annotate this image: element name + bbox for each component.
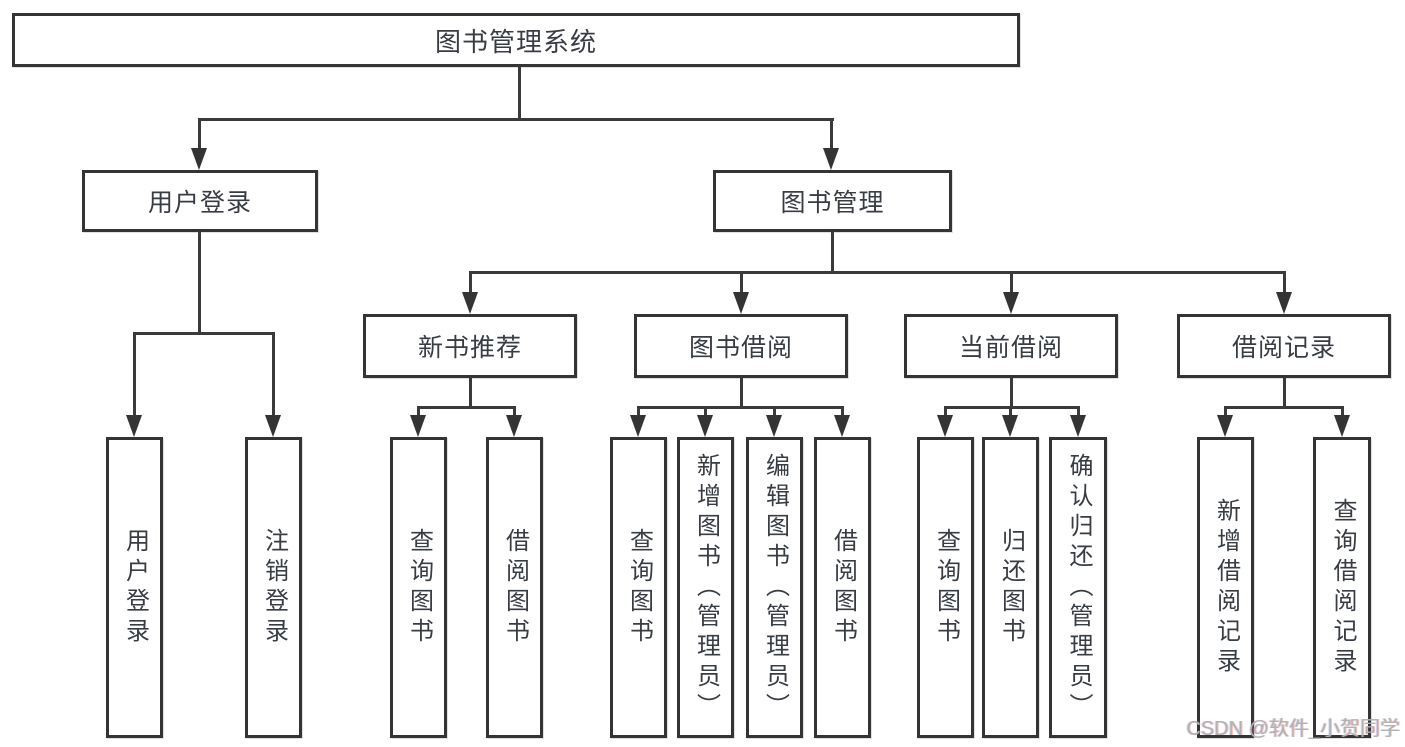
leaf-query-books-borrow: 查询图书 (610, 437, 667, 738)
connector-stub (637, 406, 640, 418)
connector-new-book-stem (469, 377, 472, 408)
leaf-confirm-return-admin-label: 确认归还（管理员） (1065, 452, 1092, 723)
node-book-borrow-label: 图书借阅 (688, 334, 793, 362)
connector-stub (513, 406, 516, 418)
arrow-down-leaf (1217, 415, 1233, 437)
connector-new-book-branch (417, 406, 516, 409)
connector-book-borrow-branch (637, 406, 844, 409)
connector-root-branch (198, 118, 834, 121)
leaf-add-books-admin-label: 新增图书（管理员） (692, 452, 720, 723)
arrow-down-new-book (462, 292, 478, 314)
node-new-book-recommend-label: 新书推荐 (417, 334, 522, 362)
node-book-management: 图书管理 (713, 170, 952, 232)
connector-stub (944, 406, 947, 418)
node-current-borrow-label: 当前借阅 (958, 334, 1063, 362)
leaf-logout: 注销登录 (245, 437, 302, 738)
connector-to-leaf-login (133, 332, 136, 420)
connector-borrow-records-branch (1224, 406, 1343, 409)
arrow-down-borrow-records (1276, 292, 1292, 314)
connector-to-borrow-records (1283, 271, 1286, 296)
connector-to-leaf-logout (272, 332, 275, 420)
node-user-login: 用户登录 (82, 170, 318, 232)
connector-stub (1341, 406, 1344, 418)
leaf-confirm-return-admin: 确认归还（管理员） (1049, 437, 1107, 738)
leaf-borrow-books: 借阅图书 (814, 437, 871, 738)
arrow-down-user-login (191, 148, 207, 170)
connector-book-borrow-stem (740, 377, 743, 408)
arrow-down-leaf (697, 415, 713, 437)
arrow-down-leaf (1334, 415, 1350, 437)
leaf-query-books-recommend-label: 查询图书 (405, 527, 433, 648)
arrow-down-leaf-logout (265, 415, 281, 437)
connector-user-login-stem (198, 231, 201, 335)
arrow-down-leaf (1002, 415, 1018, 437)
connector-stub (417, 406, 420, 418)
arrow-down-leaf (506, 415, 522, 437)
node-book-borrow: 图书借阅 (634, 314, 848, 378)
arrow-down-leaf (410, 415, 426, 437)
connector-to-current-borrow (1010, 271, 1013, 296)
node-user-login-label: 用户登录 (147, 189, 252, 217)
leaf-query-books-borrow-label: 查询图书 (625, 527, 653, 648)
leaf-borrow-books-label: 借阅图书 (829, 527, 857, 648)
arrow-down-book-borrow (733, 292, 749, 314)
leaf-query-books-current: 查询图书 (917, 437, 974, 738)
connector-stub (704, 406, 707, 418)
node-new-book-recommend: 新书推荐 (363, 314, 577, 378)
connector-to-book-management (830, 118, 833, 152)
arrow-down-leaf (766, 415, 782, 437)
node-current-borrow: 当前借阅 (904, 314, 1118, 378)
connector-stub (773, 406, 776, 418)
node-borrow-records: 借阅记录 (1177, 314, 1391, 378)
leaf-return-books: 归还图书 (982, 437, 1039, 738)
connector-book-management-branch (469, 271, 1286, 274)
node-borrow-records-label: 借阅记录 (1231, 334, 1336, 362)
arrow-down-leaf (937, 415, 953, 437)
connector-to-new-book (469, 271, 472, 296)
arrow-down-leaf (834, 415, 850, 437)
leaf-logout-label: 注销登录 (260, 527, 288, 648)
node-root-system: 图书管理系统 (12, 13, 1020, 67)
connector-stub (1224, 406, 1227, 418)
connector-book-management-stem (831, 231, 834, 273)
arrow-down-current-borrow (1003, 292, 1019, 314)
leaf-query-books-recommend: 查询图书 (390, 437, 447, 738)
leaf-borrow-books-recommend-label: 借阅图书 (501, 527, 529, 648)
csdn-watermark: CSDN @软件_小贺同学 (1186, 718, 1400, 740)
arrow-down-leaf-login (126, 415, 142, 437)
leaf-add-borrow-record: 新增借阅记录 (1197, 437, 1254, 738)
leaf-user-login-label: 用户登录 (121, 527, 149, 648)
leaf-add-books-admin: 新增图书（管理员） (677, 437, 734, 738)
connector-stub (1009, 406, 1012, 418)
node-root-label: 图书管理系统 (434, 26, 597, 57)
arrow-down-book-management (823, 148, 839, 170)
connector-root-stem (518, 66, 521, 119)
node-book-management-label: 图书管理 (780, 189, 885, 217)
leaf-edit-books-admin: 编辑图书（管理员） (746, 437, 803, 738)
connector-stub (1077, 406, 1080, 418)
connector-to-book-borrow (740, 271, 743, 296)
connector-user-login-branch (133, 332, 275, 335)
leaf-edit-books-admin-label: 编辑图书（管理员） (761, 452, 789, 723)
leaf-query-books-current-label: 查询图书 (932, 527, 960, 648)
leaf-user-login: 用户登录 (106, 437, 163, 738)
arrow-down-leaf (1070, 415, 1086, 437)
leaf-query-borrow-record: 查询借阅记录 (1313, 437, 1371, 738)
leaf-return-books-label: 归还图书 (997, 527, 1025, 648)
leaf-borrow-books-recommend: 借阅图书 (486, 437, 543, 738)
connector-current-borrow-branch (944, 406, 1080, 409)
leaf-query-borrow-record-label: 查询借阅记录 (1329, 497, 1356, 678)
arrow-down-leaf (630, 415, 646, 437)
connector-to-user-login (198, 118, 201, 152)
connector-current-borrow-stem (1010, 377, 1013, 408)
connector-stub (841, 406, 844, 418)
leaf-add-borrow-record-label: 新增借阅记录 (1212, 497, 1240, 678)
connector-borrow-records-stem (1283, 377, 1286, 408)
